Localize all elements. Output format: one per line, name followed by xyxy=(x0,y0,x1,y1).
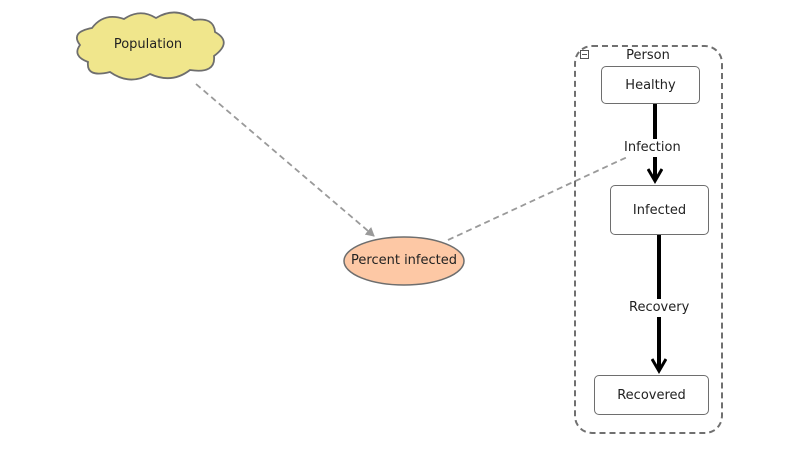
link-percent-infected-to-infection[interactable] xyxy=(447,144,652,241)
link-population-to-percent-infected[interactable] xyxy=(195,83,375,237)
agent-container-person[interactable] xyxy=(574,45,723,434)
population-label: Population xyxy=(113,37,183,52)
transition-infection-label[interactable]: Infection xyxy=(622,139,683,157)
state-healthy[interactable]: Healthy xyxy=(601,66,700,104)
collapse-icon[interactable] xyxy=(580,50,589,59)
state-infected[interactable]: Infected xyxy=(610,185,709,235)
population-cloud-shape[interactable] xyxy=(76,11,225,81)
percent-infected-shape[interactable] xyxy=(343,236,465,286)
state-recovered[interactable]: Recovered xyxy=(594,375,709,415)
percent-infected-label: Percent infected xyxy=(351,253,457,268)
transition-recovery-label[interactable]: Recovery xyxy=(627,299,692,317)
agent-title: Person xyxy=(626,48,670,63)
